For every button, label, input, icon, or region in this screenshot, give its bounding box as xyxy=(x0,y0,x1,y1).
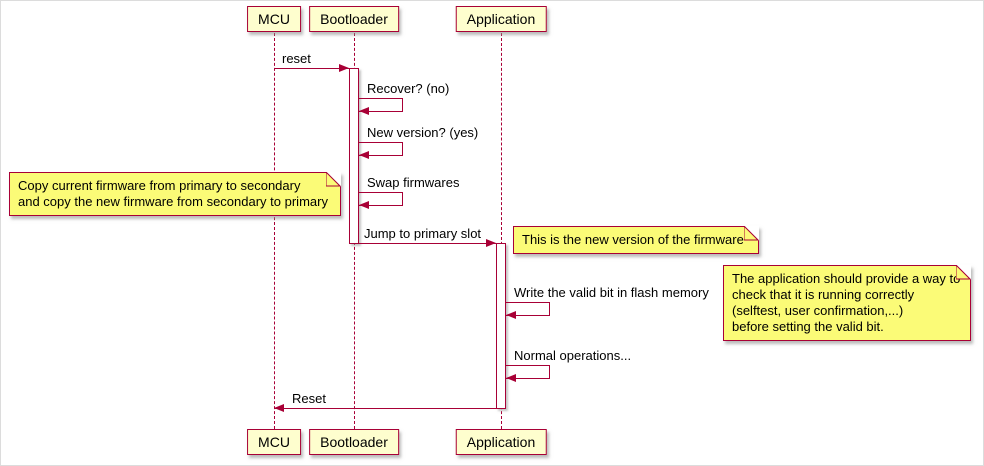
participant-label-mcu: MCU xyxy=(258,11,290,27)
lifeline-mcu xyxy=(274,33,275,429)
participant-application-top: Application xyxy=(455,6,547,32)
message-label-recover: Recover? (no) xyxy=(367,81,450,96)
arrowhead-left-icon xyxy=(359,151,369,159)
note-text-new-firmware: This is the new version of the firmware xyxy=(522,232,744,247)
message-label-reset-return: Reset xyxy=(292,391,326,406)
message-arrow-reset-return xyxy=(274,404,496,412)
arrowhead-left-icon xyxy=(359,201,369,209)
self-message-recover xyxy=(359,98,403,115)
arrowhead-right-icon xyxy=(486,239,496,247)
self-message-swap-firmwares xyxy=(359,192,403,209)
message-arrow-reset xyxy=(274,64,349,72)
note-valid-bit: The application should provide a way to … xyxy=(723,265,971,341)
arrowhead-left-icon xyxy=(359,107,369,115)
activation-bar-application xyxy=(496,243,506,409)
message-label-jump-to-primary: Jump to primary slot xyxy=(364,226,482,241)
lifeline-application xyxy=(501,33,502,429)
message-label-write-valid-bit: Write the valid bit in flash memory xyxy=(514,285,709,300)
arrowhead-right-icon xyxy=(339,64,349,72)
note-fold-icon xyxy=(326,172,341,187)
self-message-write-valid-bit xyxy=(506,302,550,319)
participant-bootloader-bottom: Bootloader xyxy=(309,429,399,455)
arrowhead-left-icon xyxy=(506,374,516,382)
arrowhead-left-icon xyxy=(506,311,516,319)
participant-mcu-top: MCU xyxy=(247,6,301,32)
participant-label-bootloader: Bootloader xyxy=(320,11,388,27)
participant-label-application: Application xyxy=(466,11,536,27)
message-label-normal-operations: Normal operations... xyxy=(514,348,632,363)
self-message-new-version xyxy=(359,142,403,159)
note-new-firmware: This is the new version of the firmware xyxy=(513,226,759,254)
note-fold-icon xyxy=(956,265,971,280)
note-text-swap-firmware: Copy current firmware from primary to se… xyxy=(18,178,328,209)
participant-bootloader-top: Bootloader xyxy=(309,6,399,32)
participant-application-bottom: Application xyxy=(455,429,547,455)
arrowhead-left-icon xyxy=(274,404,284,412)
message-label-new-version: New version? (yes) xyxy=(367,125,479,140)
message-label-swap-firmwares: Swap firmwares xyxy=(367,175,460,190)
activation-bar-bootloader xyxy=(349,68,359,244)
participant-mcu-bottom: MCU xyxy=(247,429,301,455)
note-swap-firmware: Copy current firmware from primary to se… xyxy=(9,172,341,216)
message-label-reset: reset xyxy=(282,51,311,66)
note-fold-icon xyxy=(744,226,759,241)
self-message-normal-operations xyxy=(506,365,550,382)
participant-label-mcu: MCU xyxy=(258,434,290,450)
note-text-valid-bit: The application should provide a way to … xyxy=(732,271,961,334)
participant-label-bootloader: Bootloader xyxy=(320,434,388,450)
participant-label-application: Application xyxy=(466,434,536,450)
message-arrow-jump-to-primary xyxy=(359,239,496,247)
